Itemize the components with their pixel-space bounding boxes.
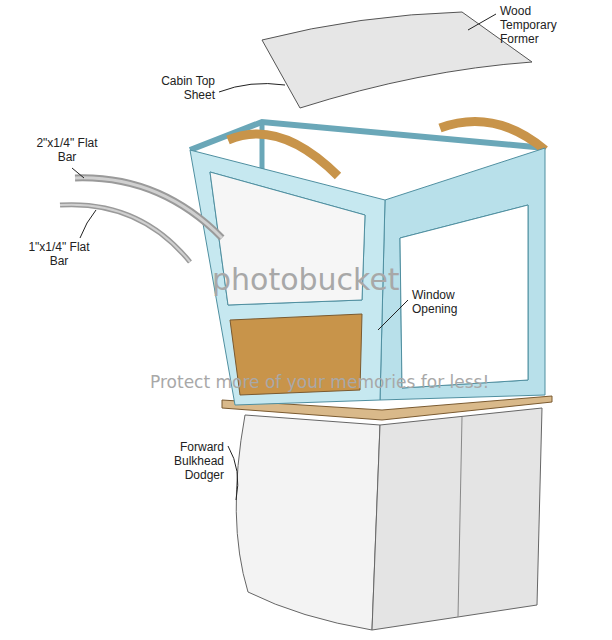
watermark: photobucket xyxy=(212,262,400,297)
part-label: 2"x1/4" Flat Bar xyxy=(36,136,98,164)
watermark: Protect more of your memories for less! xyxy=(150,372,489,392)
part-label: Forward Bulkhead Dodger xyxy=(150,440,224,482)
part-label: Wood Temporary Former xyxy=(500,4,572,46)
part-label: Cabin Top Sheet xyxy=(140,74,215,102)
part-label: Window Opening xyxy=(412,288,474,316)
part-label: 1"x1/4" Flat Bar xyxy=(28,240,90,268)
